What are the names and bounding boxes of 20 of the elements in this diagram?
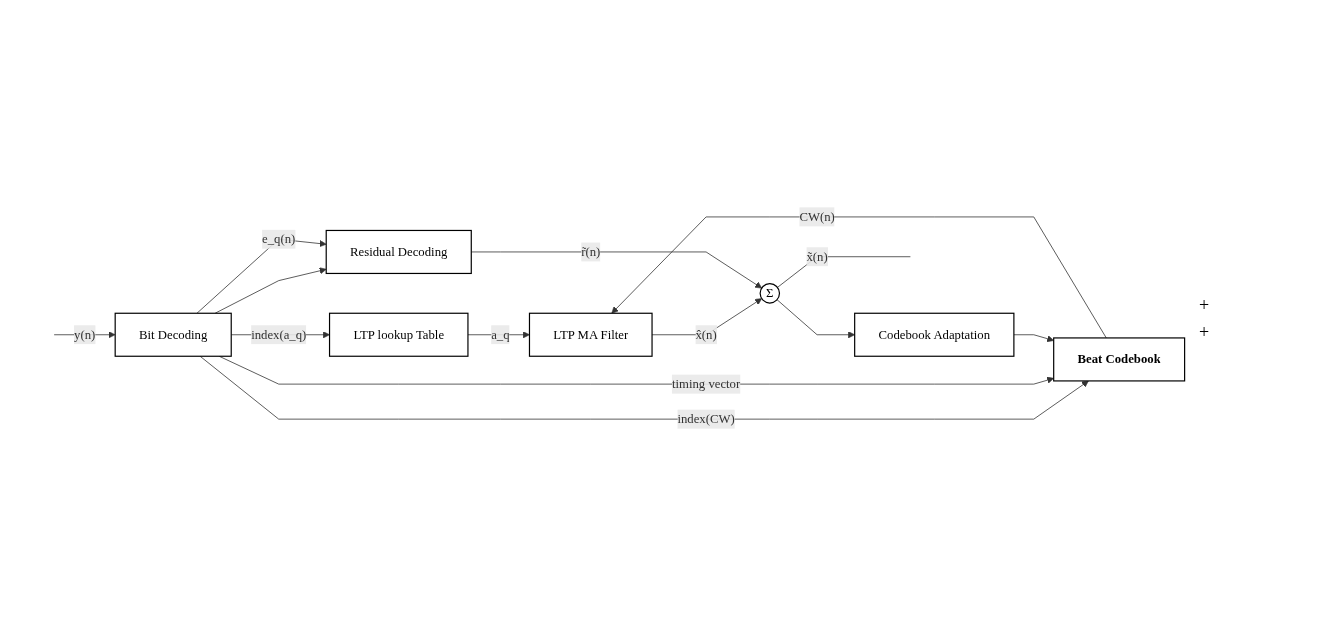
node-box: LTP MA Filter [528, 313, 653, 358]
edge-label: r̃(n) [581, 245, 601, 259]
node-box: Beat Codebook [1053, 337, 1186, 382]
sign-label: + [1199, 294, 1211, 316]
edge-label: index(CW) [677, 412, 735, 426]
edge-label: a_q [491, 328, 510, 342]
node-box: Residual Decoding [325, 230, 472, 275]
edge-label: timing vector [671, 377, 741, 391]
node-box: Bit Decoding [114, 313, 232, 358]
node-box: LTP lookup Table [328, 313, 469, 358]
edge-label: index(a_q) [251, 328, 307, 342]
node-box: Codebook Adaptation [854, 313, 1015, 358]
edge-label: e_q(n) [262, 232, 296, 247]
connector [777, 256, 911, 289]
edge-label: CW(n) [799, 210, 835, 224]
edge-label: x̂(n) [695, 328, 717, 342]
edge-label: y(n) [74, 328, 96, 342]
edge-label: x̃(n) [806, 250, 828, 264]
sign-label: + [1199, 321, 1211, 343]
node-circle: Σ [759, 283, 781, 305]
